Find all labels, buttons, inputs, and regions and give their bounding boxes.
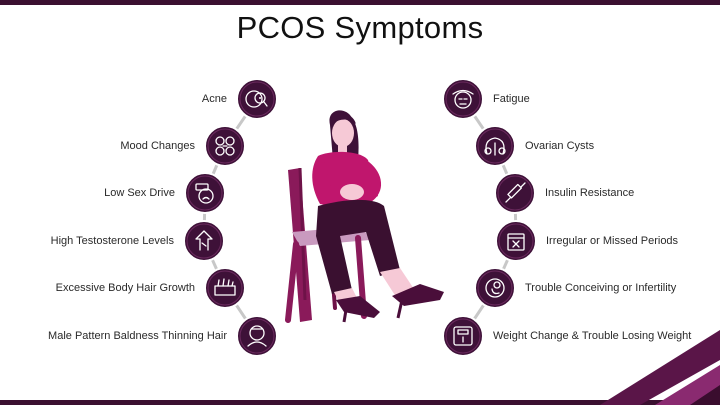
left-symptom-label: Male Pattern Baldness Thinning Hair xyxy=(48,330,227,342)
bald-head-icon xyxy=(236,315,278,357)
top-accent-bar xyxy=(0,0,720,5)
right-symptom-label: Fatigue xyxy=(493,93,530,105)
left-symptom-label: High Testosterone Levels xyxy=(50,235,174,247)
tired-face-icon xyxy=(442,78,484,120)
right-symptom-label: Trouble Conceiving or Infertility xyxy=(525,282,677,294)
left-symptom-label: Mood Changes xyxy=(120,140,195,152)
calendar-icon xyxy=(495,220,537,262)
hair-skin-icon xyxy=(204,267,246,309)
right-symptom-label: Insulin Resistance xyxy=(545,187,635,199)
low-battery-face-icon xyxy=(184,172,226,214)
symptom-icons xyxy=(183,78,537,357)
syringe-icon xyxy=(494,172,536,214)
mood-faces-icon xyxy=(204,125,246,167)
right-symptom-label: Irregular or Missed Periods xyxy=(546,235,679,247)
right-symptom-label: Weight Change & Trouble Losing Weight xyxy=(493,330,692,342)
bottom-accent-bar xyxy=(0,400,720,405)
woman-on-chair-illustration xyxy=(285,110,444,323)
face-magnifier-icon xyxy=(236,78,278,120)
page-title: PCOS Symptoms xyxy=(236,10,484,45)
hormone-arrow-icon xyxy=(183,220,225,262)
left-symptom-label: Acne xyxy=(201,93,227,105)
ovary-icon xyxy=(474,125,516,167)
right-symptom-label: Ovarian Cysts xyxy=(525,140,595,152)
left-symptom-label: Excessive Body Hair Growth xyxy=(55,282,195,294)
fetus-icon xyxy=(474,267,516,309)
corner-ribbon-decoration xyxy=(600,330,720,405)
scale-icon xyxy=(442,315,484,357)
left-symptom-label: Low Sex Drive xyxy=(104,187,175,199)
